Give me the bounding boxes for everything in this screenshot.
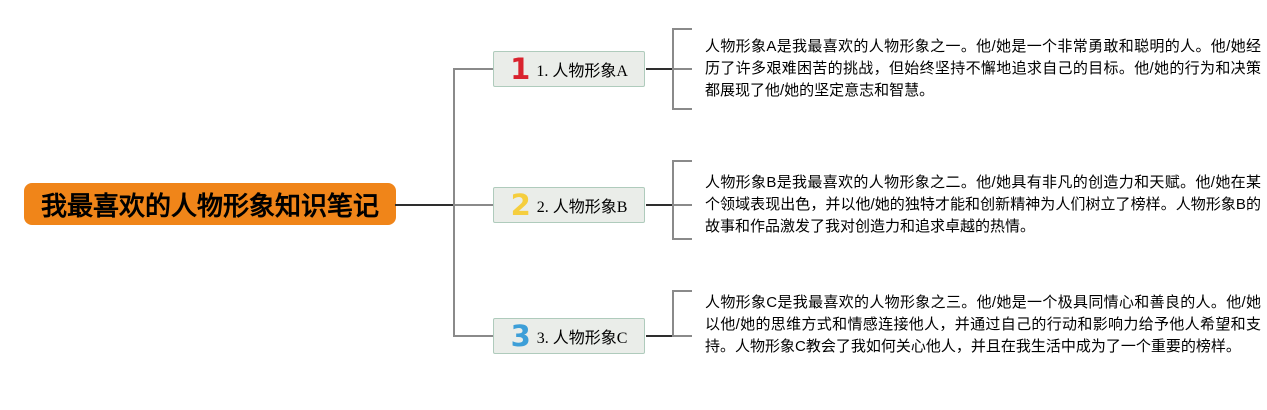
branch2-connector-line	[453, 204, 493, 206]
branch-label: 3. 人物形象C	[536, 330, 628, 347]
note3-bracket-top-tick	[672, 290, 692, 292]
branch-description-3[interactable]: 人物形象C是我最喜欢的人物形象之三。他/她是一个极具同情心和善良的人。他/她以他…	[705, 294, 1261, 355]
root-connector-line	[395, 204, 454, 206]
note3-connector-line	[646, 335, 672, 337]
branch-node-2[interactable]: 2 2. 人物形象B	[493, 187, 645, 223]
branch-label: 1. 人物形象A	[536, 63, 628, 80]
note1-bracket-mid-tick	[674, 68, 692, 70]
branch-number-badge: 1	[510, 52, 531, 86]
root-topic-title: 我最喜欢的人物形象知识笔记	[40, 190, 379, 221]
branch1-connector-line	[453, 68, 493, 70]
branch-node-1[interactable]: 1 1. 人物形象A	[493, 51, 645, 87]
note1-bracket-top-tick	[672, 28, 692, 30]
note2-connector-line	[646, 204, 672, 206]
note3-bracket-mid-tick	[672, 335, 692, 337]
branch-number-badge: 2	[510, 188, 531, 222]
branch-number-badge: 3	[510, 319, 531, 353]
root-topic-node[interactable]: 我最喜欢的人物形象知识笔记	[24, 183, 396, 225]
branch-description-1[interactable]: 人物形象A是我最喜欢的人物形象之一。他/她是一个非常勇敢和聪明的人。他/她经历了…	[705, 38, 1261, 99]
branch3-connector-line	[453, 335, 493, 337]
note2-bracket	[672, 160, 674, 240]
note1-connector-line	[646, 68, 672, 70]
note1-bracket-bottom-tick	[672, 108, 692, 110]
note2-bracket-bottom-tick	[672, 238, 692, 240]
note2-bracket-mid-tick	[674, 204, 692, 206]
branch-label: 2. 人物形象B	[536, 199, 628, 216]
note3-bracket	[672, 290, 674, 337]
branch-spine-line	[453, 69, 455, 337]
note2-bracket-top-tick	[672, 160, 692, 162]
branch-description-2[interactable]: 人物形象B是我最喜欢的人物形象之二。他/她具有非凡的创造力和天赋。他/她在某个领…	[705, 174, 1261, 235]
note1-bracket	[672, 28, 674, 110]
branch-node-3[interactable]: 3 3. 人物形象C	[493, 318, 645, 354]
